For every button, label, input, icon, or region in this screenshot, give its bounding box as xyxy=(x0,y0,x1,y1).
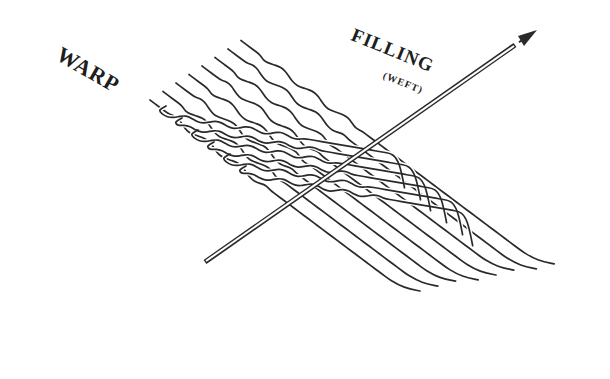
filling-thread-halo xyxy=(240,166,473,246)
warp-thread xyxy=(202,66,496,275)
warp-thread-halo xyxy=(189,75,478,280)
filling-threads xyxy=(160,106,473,246)
part-label: WARP xyxy=(53,43,124,96)
filling-thread xyxy=(208,142,447,223)
warp-thread xyxy=(189,75,478,280)
part-label: (WEFT) xyxy=(382,70,425,95)
part-label: FILLING xyxy=(349,25,437,75)
filling-thread xyxy=(176,118,421,200)
warp-threads xyxy=(150,41,554,292)
arrow-shaft xyxy=(205,45,515,262)
warp-thread xyxy=(215,58,514,271)
filling-thread xyxy=(192,130,431,211)
arrow-shaft-inner xyxy=(206,46,514,261)
filling-arrow xyxy=(205,30,537,262)
arrow-head xyxy=(518,30,537,46)
warp-thread-halo xyxy=(202,66,496,275)
filling-thread xyxy=(240,166,473,246)
